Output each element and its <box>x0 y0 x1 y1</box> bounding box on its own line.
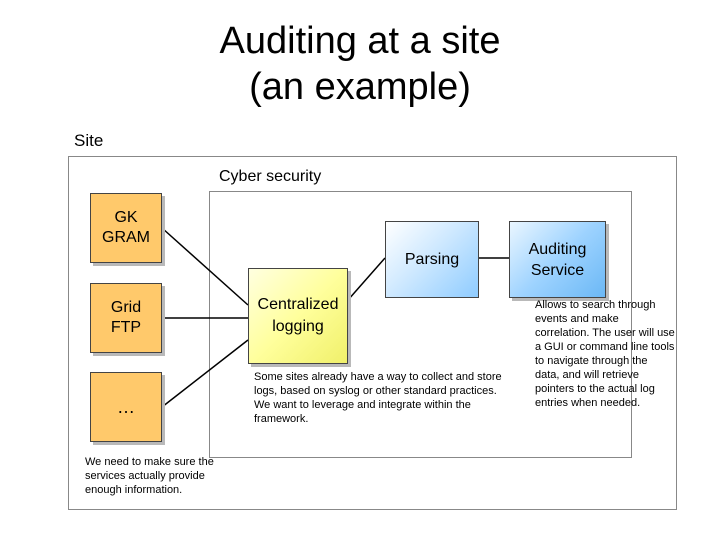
title-line-1: Auditing at a site <box>219 20 501 62</box>
auditing-service-label-2: Service <box>530 261 585 279</box>
parsing-box: Parsing <box>385 221 479 298</box>
grid-ftp-box: Grid FTP <box>90 283 162 353</box>
connector-other-to-logging <box>161 339 249 408</box>
cyber-security-label: Cyber security <box>217 168 324 186</box>
parsing-label: Parsing <box>404 250 460 268</box>
gk-gram-label-2: GRAM <box>102 229 150 246</box>
other-sources-label: … <box>117 397 135 417</box>
sites-note: Some sites already have a way to collect… <box>254 371 502 425</box>
centralized-logging-box: Centralized logging <box>248 268 348 364</box>
auditing-note: Allows to search through events and make… <box>535 299 675 409</box>
slide-title: Auditing at a site (an example) <box>0 18 720 110</box>
connector-logging-to-parsing <box>347 257 386 301</box>
other-sources-box: … <box>90 372 162 442</box>
gk-gram-label-1: GK <box>114 209 138 226</box>
site-container <box>68 156 677 510</box>
cyber-security-container <box>209 191 632 458</box>
gk-gram-box: GK GRAM <box>90 193 162 263</box>
grid-ftp-label-2: FTP <box>110 319 142 336</box>
connector-gk-to-logging <box>161 227 249 306</box>
centralized-logging-label-2: logging <box>272 318 324 335</box>
centralized-logging-label-1: Centralized <box>257 296 339 313</box>
sources-note: We need to make sure the services actual… <box>85 456 214 496</box>
title-line-2: (an example) <box>249 66 471 108</box>
auditing-service-label-1: Auditing <box>528 240 587 258</box>
grid-ftp-label-1: Grid <box>110 299 142 316</box>
site-label: Site <box>74 131 104 150</box>
auditing-service-box: Auditing Service <box>509 221 606 298</box>
